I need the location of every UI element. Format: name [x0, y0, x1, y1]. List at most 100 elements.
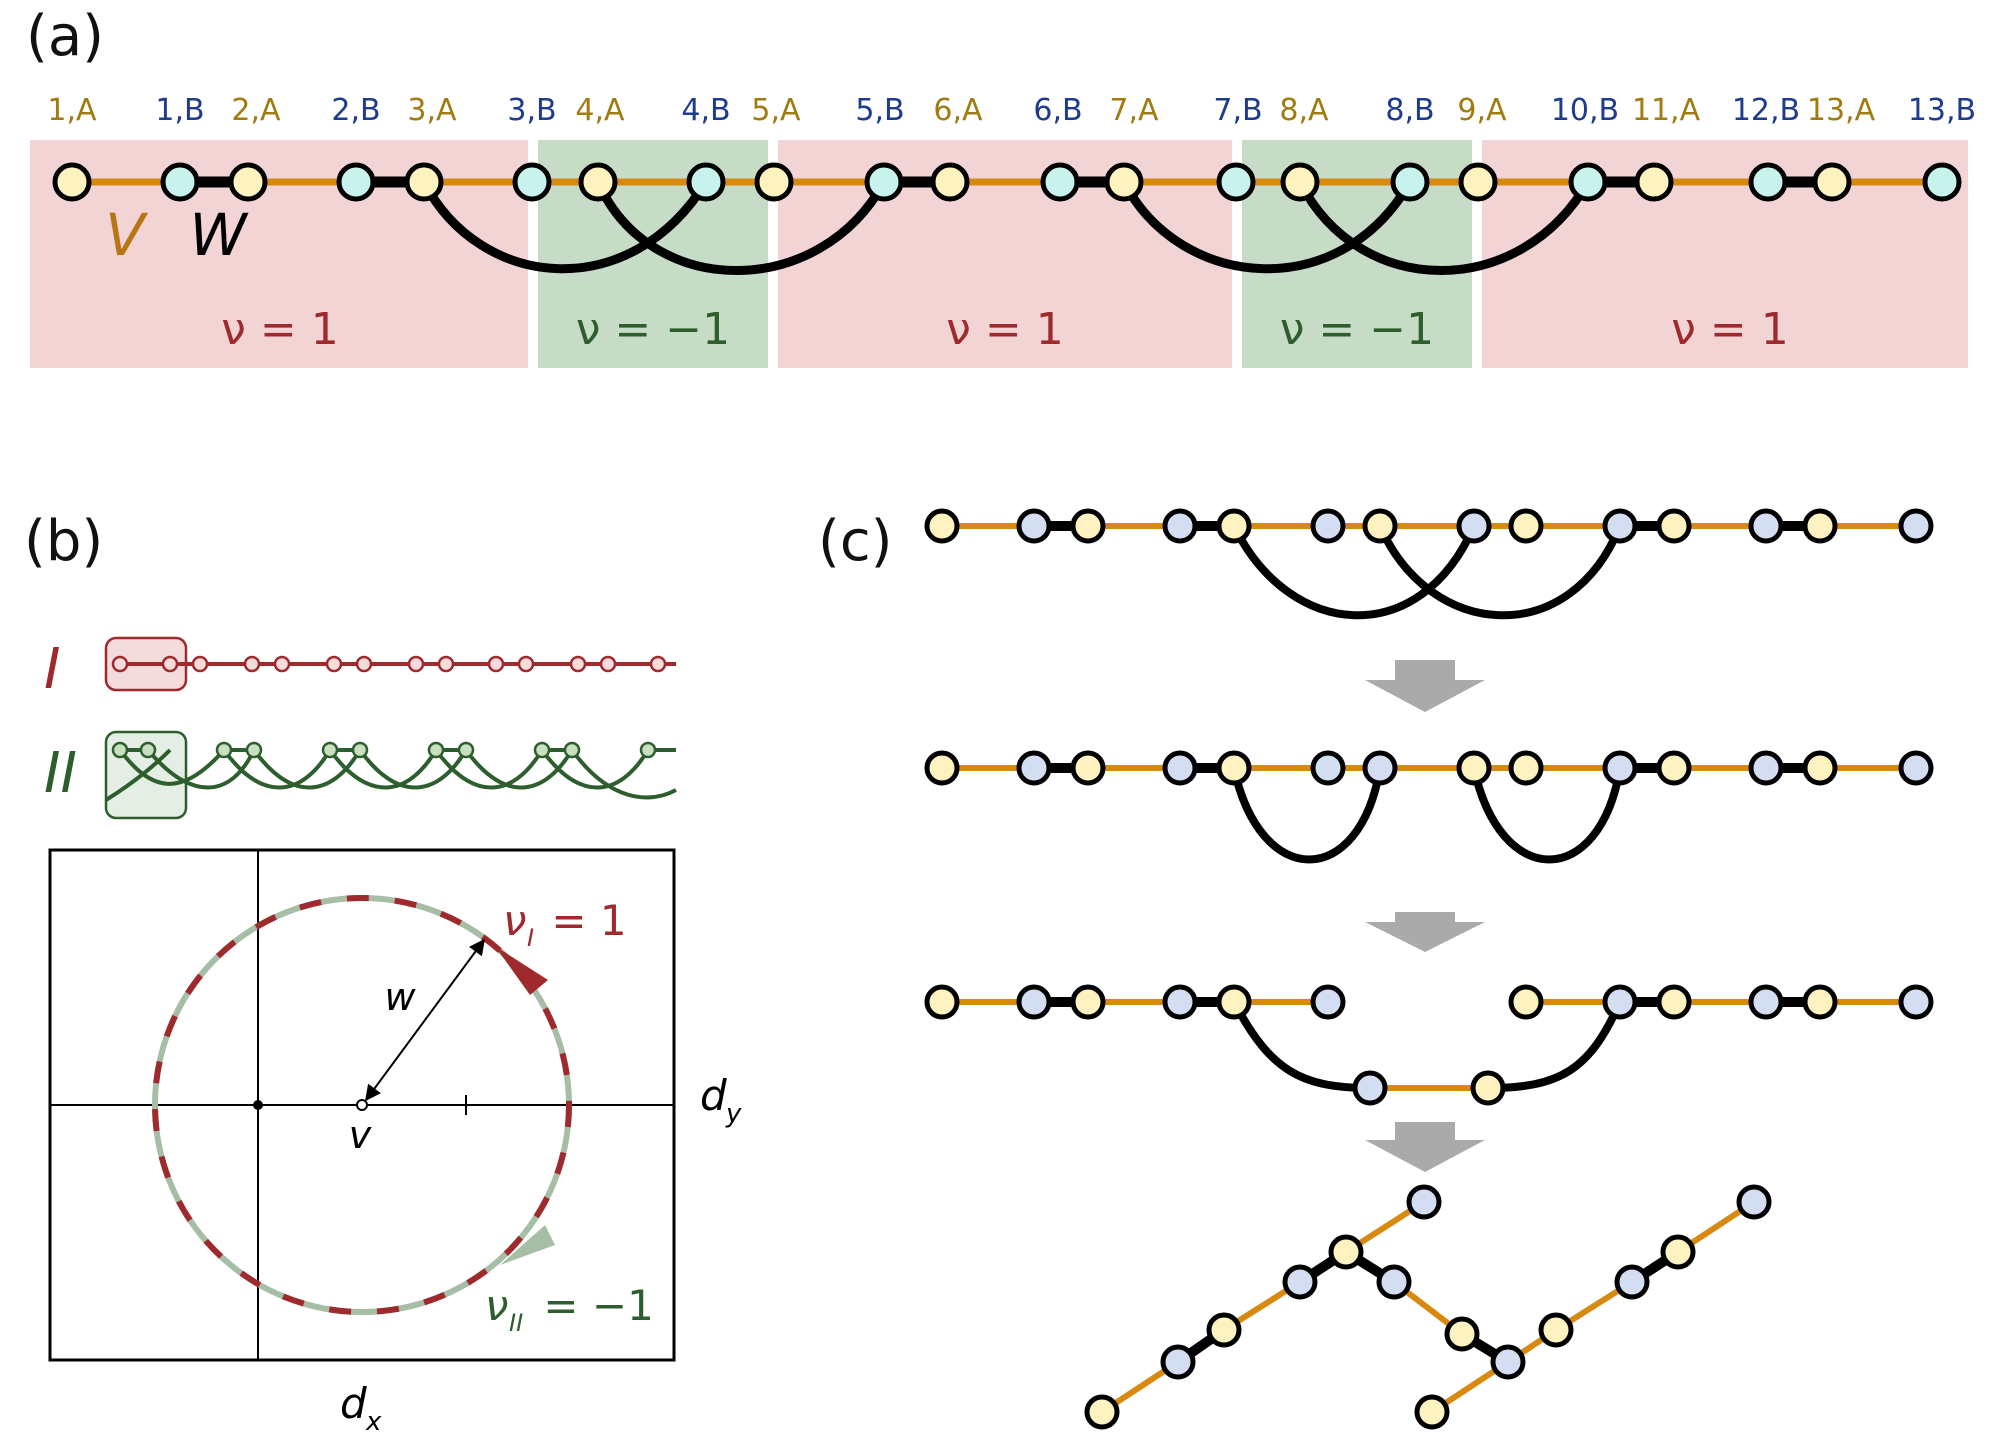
dx-symbol: d [340, 1379, 367, 1428]
nu-i-symbol: ν [503, 896, 526, 945]
nu-ii-sub: II [509, 1309, 523, 1337]
w-label: W [189, 201, 249, 269]
site-label: 13,A [1807, 93, 1876, 128]
panel-c-row-3 [924, 984, 1934, 1106]
nu-i-value: = 1 [538, 896, 627, 945]
site-b-node [1568, 162, 1608, 202]
site-a-node [52, 162, 92, 202]
dx-axis-label: d x [340, 1379, 382, 1437]
model-i-label: I [44, 637, 61, 702]
site-label: 6,B [1033, 93, 1082, 128]
panel-a: (a) ν = 1 ν = −1 ν = 1 ν = −1 ν = 1 V W … [26, 4, 1976, 368]
site-label: 3,A [407, 93, 457, 128]
winding-circle-i [152, 895, 572, 1315]
panel-c-label: (c) [818, 509, 892, 574]
dy-axis-label: d y [700, 1071, 742, 1129]
panel-a-label: (a) [26, 4, 104, 69]
winding-label: ν = −1 [576, 304, 730, 355]
nu-i-label: ν I = 1 [503, 896, 627, 952]
site-label: 6,A [933, 93, 983, 128]
site-label: 8,B [1385, 93, 1434, 128]
site-b-node [1040, 162, 1080, 202]
panel-c: (c) [818, 508, 1934, 1430]
region-neg-1 [538, 140, 768, 368]
model-ii-nodes [111, 741, 657, 759]
nu-i-sub: I [527, 924, 534, 952]
site-b-node [1922, 162, 1962, 202]
winding-label: ν = −1 [1280, 304, 1434, 355]
panel-c-row-1 [924, 508, 1934, 620]
domain-walls [530, 140, 1480, 368]
nu-ii-label: ν II = −1 [485, 1281, 654, 1337]
long-bond-arc [1120, 179, 1414, 274]
arrow-head-i [495, 946, 548, 995]
panel-b: (b) I II [24, 509, 742, 1437]
transition-arrow [1365, 912, 1485, 952]
model-ii-label: II [44, 741, 77, 806]
region-neg-2 [1242, 140, 1472, 368]
site-a-node [754, 162, 794, 202]
dy-sub: y [725, 1099, 742, 1129]
site-label: 12,B [1732, 93, 1800, 128]
nu-ii-value: = −1 [530, 1281, 654, 1330]
site-a-node [1634, 162, 1674, 202]
site-label: 2,A [231, 93, 281, 128]
site-a-node [404, 162, 444, 202]
site-a-node [1280, 162, 1320, 202]
site-b-node [864, 162, 904, 202]
site-b-node [512, 162, 552, 202]
region-pos-1 [30, 140, 528, 368]
site-a-node [930, 162, 970, 202]
site-label: 2,B [331, 93, 380, 128]
v-label: V [105, 201, 149, 269]
site-b-node [686, 162, 726, 202]
long-bond-arc [593, 179, 888, 275]
transition-arrow [1365, 1122, 1485, 1172]
winding-label: ν = 1 [221, 304, 338, 355]
panel-c-row-2 [924, 750, 1934, 864]
site-b-node [1390, 162, 1430, 202]
site-a-node [228, 162, 268, 202]
long-bond-arc [1295, 179, 1592, 275]
site-label: 11,A [1632, 93, 1701, 128]
site-b-node [336, 162, 376, 202]
site-a-node [1458, 162, 1498, 202]
w-radius-arrow [365, 938, 485, 1102]
region-pos-2 [778, 140, 1232, 368]
panel-c-row-4 [1084, 1184, 1772, 1430]
site-a-node [1104, 162, 1144, 202]
site-label: 13,B [1908, 93, 1976, 128]
origin-dot [253, 1100, 263, 1110]
site-label: 5,A [751, 93, 801, 128]
site-label: 8,A [1279, 93, 1329, 128]
site-label: 9,A [1457, 93, 1507, 128]
site-label: 1,B [155, 93, 204, 128]
winding-label: ν = 1 [1671, 304, 1788, 355]
region-pos-3 [1482, 140, 1968, 368]
nu-ii-symbol: ν [485, 1281, 508, 1330]
site-b-node [1216, 162, 1256, 202]
site-label: 1,A [47, 93, 97, 128]
site-a-node [578, 162, 618, 202]
site-labels: 1,A 1,B 2,A 2,B 3,A 3,B 4,A 4,B 5,A 5,B … [47, 93, 1976, 128]
site-label: 4,A [575, 93, 625, 128]
dy-symbol: d [700, 1071, 727, 1120]
site-label: 7,A [1109, 93, 1159, 128]
long-bond-arc [420, 179, 710, 274]
site-b-node [160, 162, 200, 202]
arrow-head-ii [500, 1225, 555, 1265]
transition-arrow [1365, 660, 1485, 712]
site-a-node [1812, 162, 1852, 202]
site-label: 3,B [507, 93, 556, 128]
site-label: 7,B [1213, 93, 1262, 128]
site-label: 4,B [681, 93, 730, 128]
model-i-nodes [111, 655, 667, 673]
winding-label: ν = 1 [946, 304, 1063, 355]
model-ii-bonds [104, 748, 677, 802]
chain-a-nodes [52, 162, 1962, 202]
w-radius-label: w [384, 975, 416, 1019]
panel-b-label: (b) [24, 509, 103, 574]
site-label: 5,B [855, 93, 904, 128]
v-center [356, 1099, 368, 1111]
